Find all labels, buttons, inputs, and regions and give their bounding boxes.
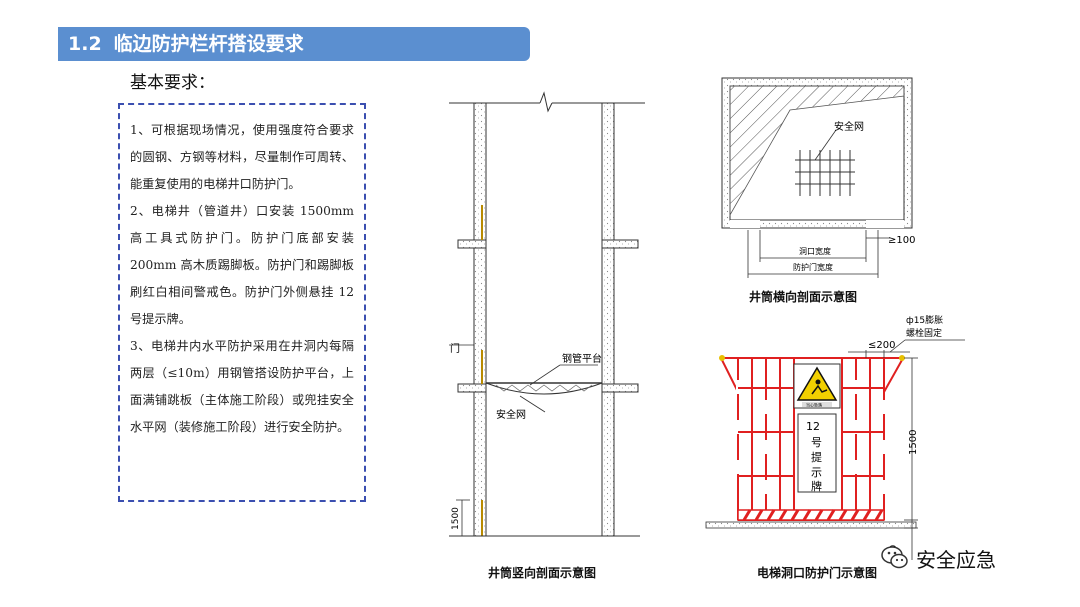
dim-min-100: ≥100 bbox=[888, 235, 915, 246]
section-title-bar: 1.2 临边防护栏杆搭设要求 bbox=[58, 27, 530, 61]
dim-door-width: 防护门宽度 bbox=[793, 262, 833, 272]
watermark: 安全应急 bbox=[880, 543, 996, 573]
caption-door-elevation: 电梯洞口防护门示意图 bbox=[757, 566, 878, 580]
bolt-label-line2: 螺栓固定 bbox=[906, 327, 942, 339]
vertical-dim-1500: 1500 bbox=[451, 507, 461, 530]
dim-opening-width: 洞口宽度 bbox=[799, 246, 831, 256]
bolt-label-line1: ф15膨胀 bbox=[906, 314, 943, 326]
requirements-box: 1、可根据现场情况，使用强度符合要求的圆钢、方钢等材料，尽量制作可周转、能重复使… bbox=[118, 103, 366, 502]
label-safety-net-vertical: 安全网 bbox=[496, 408, 526, 421]
sign-number-label: 12 bbox=[806, 420, 820, 433]
label-safety-net-horizontal: 安全网 bbox=[834, 120, 864, 133]
door-dim-max-200: ≤200 bbox=[868, 340, 895, 351]
requirement-item-2: 2、电梯井（管道井）口安装 1500mm 高工具式防护门。防护门底部安装 200… bbox=[130, 204, 354, 326]
protective-door-diagram: 当心坠落 12 号 提 示 牌 ≤200 ф15膨胀 螺栓固定 1500 200 bbox=[705, 314, 965, 562]
horizontal-section-diagram: 安全网 洞口宽度 防护门宽度 ≥100 bbox=[721, 77, 915, 278]
section-number: 1.2 bbox=[68, 33, 102, 55]
caption-horizontal-section: 井筒横向剖面示意图 bbox=[749, 290, 858, 304]
requirement-item-1: 1、可根据现场情况，使用强度符合要求的圆钢、方钢等材料，尽量制作可周转、能重复使… bbox=[130, 123, 354, 191]
label-steel-platform: 钢管平台 bbox=[562, 352, 602, 365]
sign-char-shi: 示 bbox=[811, 466, 822, 479]
sign-char-hao: 号 bbox=[811, 436, 822, 449]
caption-vertical-section: 井筒竖向剖面示意图 bbox=[488, 566, 597, 580]
requirement-item-3: 3、电梯井内水平防护采用在井洞内每隔两层（≤10m）用钢管搭设防护平台，上面满铺… bbox=[130, 339, 354, 434]
basic-requirements-heading: 基本要求： bbox=[130, 73, 215, 93]
watermark-text: 安全应急 bbox=[916, 547, 996, 572]
label-door: 门 bbox=[450, 342, 460, 355]
vertical-section-diagram: 钢管平台 安全网 门 1500 bbox=[449, 91, 645, 537]
sign-char-pai: 牌 bbox=[811, 479, 822, 493]
wechat-icon bbox=[881, 546, 908, 569]
door-dim-1500: 1500 bbox=[908, 430, 919, 455]
section-title: 临边防护栏杆搭设要求 bbox=[113, 33, 304, 55]
sign-char-ti: 提 bbox=[811, 451, 822, 464]
sign-small-text: 当心坠落 bbox=[806, 402, 822, 408]
